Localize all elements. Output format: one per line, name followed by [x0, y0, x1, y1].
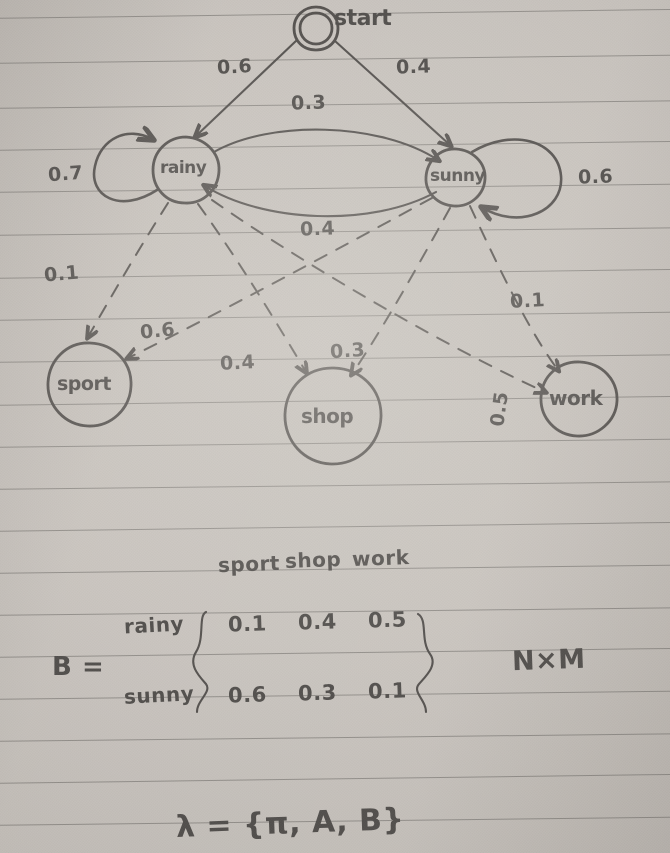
matrix-dimension-note: N×M — [511, 643, 587, 678]
matrix-equals: = — [82, 652, 105, 682]
emission-prob-sunny-work: 0.1 — [509, 289, 546, 313]
observation-label-sport: sport — [57, 373, 111, 395]
matrix-row-header-rainy: rainy — [123, 611, 185, 639]
matrix-col-header-sport: sport — [217, 550, 281, 578]
state-label-start: start — [334, 6, 392, 31]
matrix-cell-r1c0: 0.6 — [227, 682, 268, 708]
transition-prob-sunny-self: 0.6 — [577, 165, 614, 189]
transition-prob-sunny-rainy: 0.4 — [299, 217, 336, 241]
state-label-sunny: sunny — [430, 166, 486, 186]
observation-label-shop: shop — [301, 404, 354, 428]
emission-prob-rainy-sport: 0.1 — [43, 261, 81, 287]
emission-prob-rainy-shop: 0.4 — [219, 351, 256, 375]
matrix-cell-r1c1: 0.3 — [297, 680, 338, 706]
matrix-name: B — [52, 652, 73, 682]
observation-label-work: work — [549, 386, 603, 410]
matrix-cell-r1c2: 0.1 — [367, 678, 408, 704]
emission-prob-sunny-sport: 0.6 — [138, 318, 177, 344]
matrix-cell-r0c2: 0.5 — [367, 607, 408, 633]
state-label-rainy: rainy — [160, 158, 207, 178]
transition-prob-rainy-sunny: 0.3 — [290, 91, 327, 115]
matrix-col-header-work: work — [351, 545, 410, 571]
matrix-cell-r0c1: 0.4 — [297, 609, 338, 635]
transition-prob-start-rainy: 0.6 — [216, 55, 253, 79]
matrix-col-header-shop: shop — [284, 547, 342, 573]
emission-prob-sunny-shop: 0.3 — [329, 338, 366, 364]
matrix-row-header-sunny: sunny — [123, 681, 195, 709]
transition-prob-start-sunny: 0.4 — [395, 55, 432, 79]
transition-prob-rainy-self: 0.7 — [47, 161, 84, 187]
matrix-cell-r0c0: 0.1 — [227, 611, 268, 637]
